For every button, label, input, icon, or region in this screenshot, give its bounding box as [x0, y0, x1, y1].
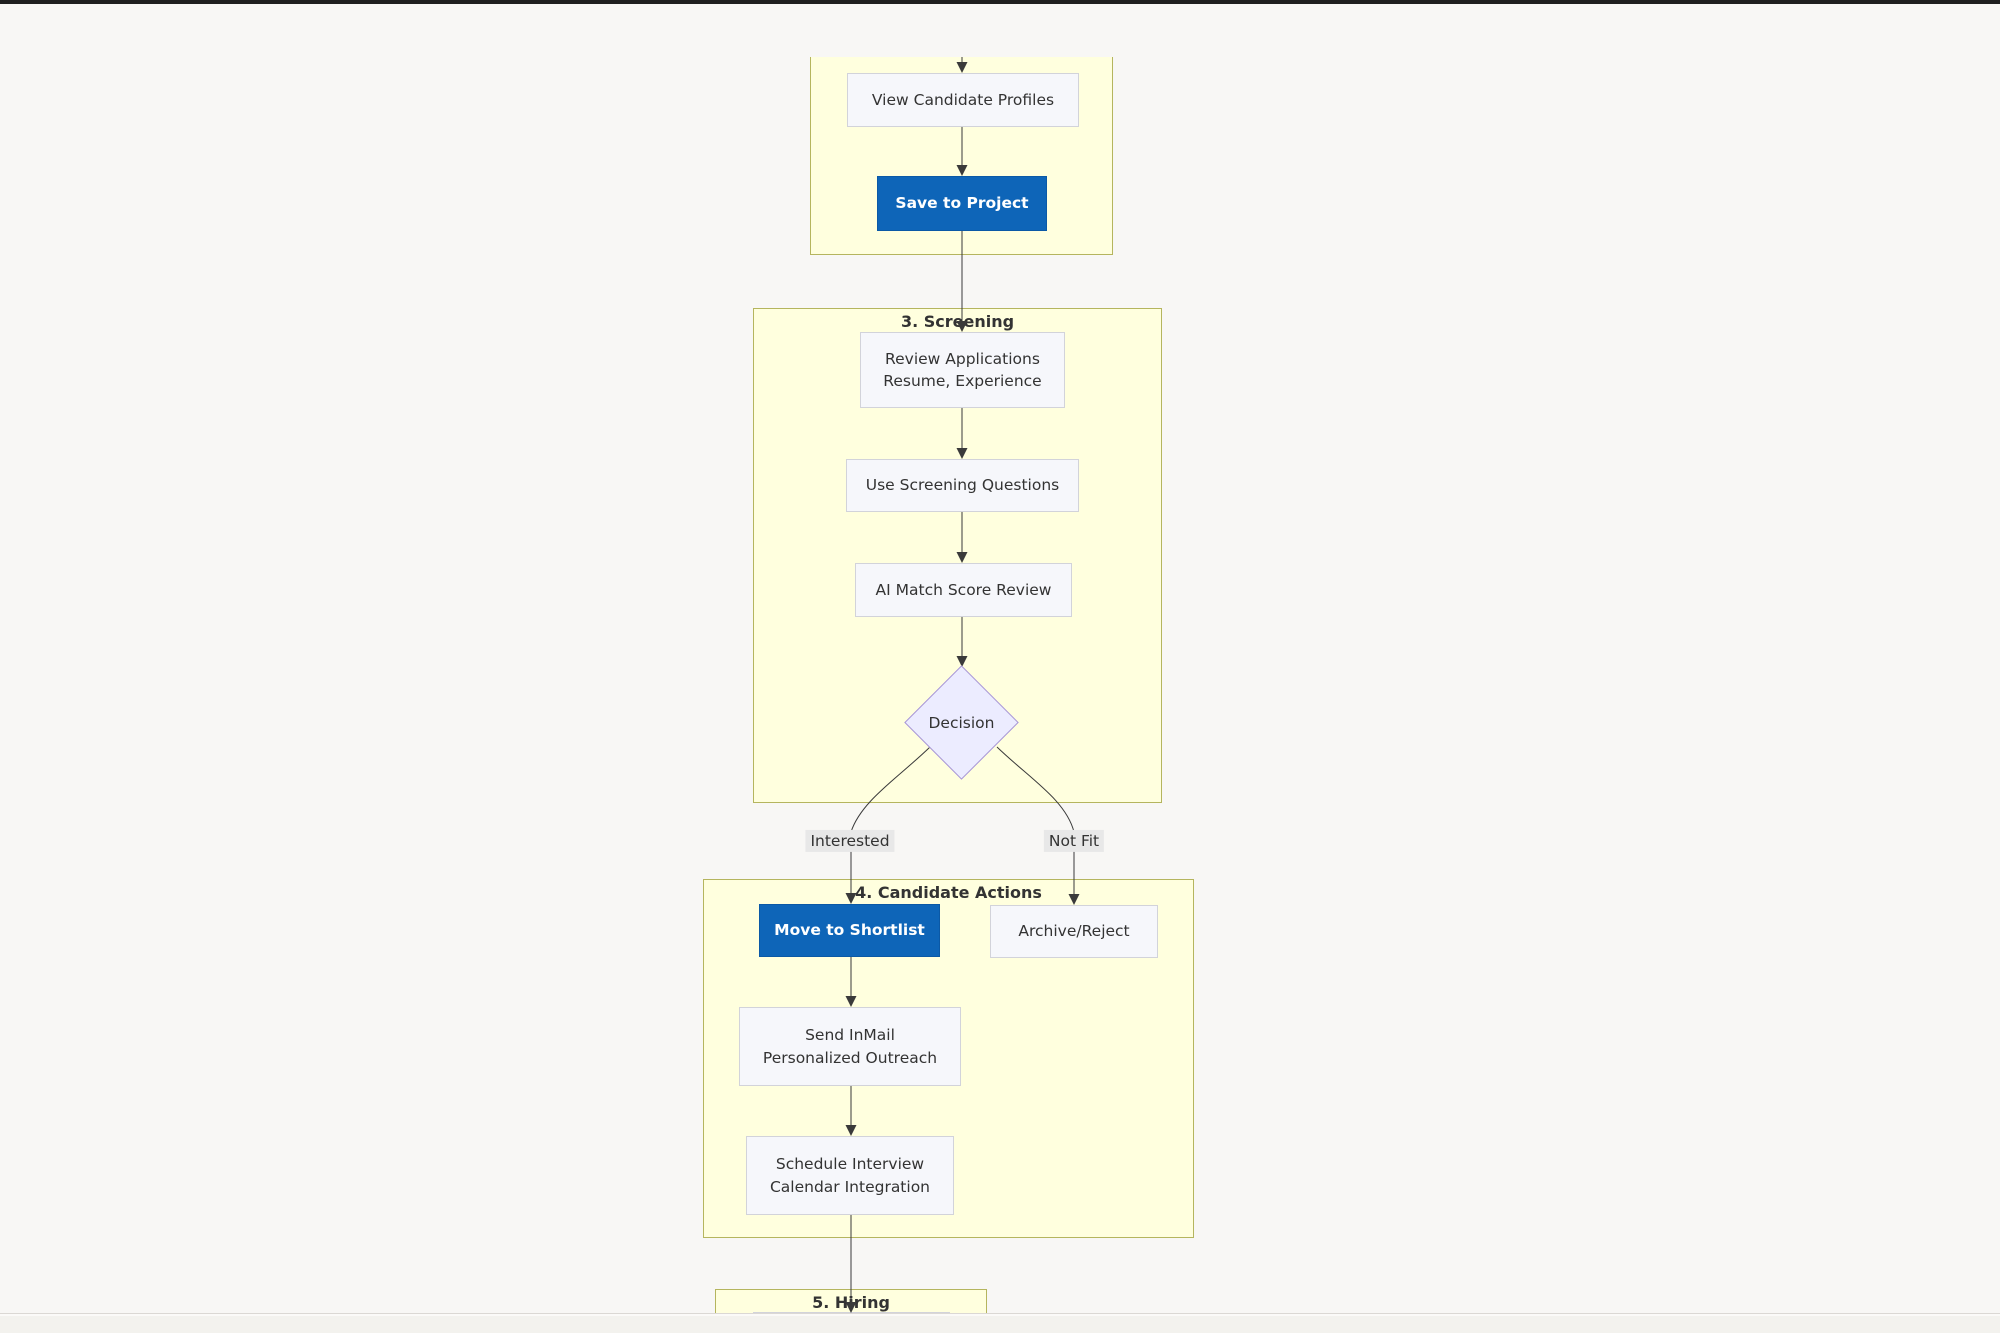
node-label: Decision [928, 713, 995, 732]
node-label-line2: Personalized Outreach [762, 1048, 938, 1067]
bottom-pane-divider [0, 1313, 2000, 1333]
node-label-line1: Send InMail [805, 1026, 895, 1045]
node-label: Move to Shortlist [774, 921, 925, 940]
node-label-line2: Resume, Experience [883, 372, 1042, 390]
node-use-screening-questions: Use Screening Questions [846, 459, 1079, 512]
node-send-inmail: Send InMail Personalized Outreach [739, 1007, 961, 1086]
node-label: Save to Project [895, 194, 1029, 213]
edge-label-not-fit: Not Fit [1043, 829, 1105, 853]
node-label: AI Match Score Review [875, 580, 1052, 599]
node-label: Archive/Reject [1018, 922, 1130, 941]
node-save-to-project: Save to Project [877, 176, 1047, 231]
window-top-border [0, 0, 2000, 4]
node-label: View Candidate Profiles [871, 90, 1055, 109]
node-schedule-interview: Schedule Interview Calendar Integration [746, 1136, 954, 1215]
node-ai-match-score-review: AI Match Score Review [855, 563, 1072, 617]
cluster-candidate-actions-title: 4. Candidate Actions [855, 883, 1042, 902]
cluster-hiring-title: 5. Hiring [812, 1293, 890, 1312]
node-label-line2: Calendar Integration [769, 1177, 931, 1196]
cluster-screening-title: 3. Screening [900, 312, 1015, 331]
node-view-candidate-profiles: View Candidate Profiles [847, 73, 1079, 127]
node-move-to-shortlist: Move to Shortlist [759, 904, 940, 957]
node-label-line1: Review Applications [885, 349, 1040, 368]
node-label: Use Screening Questions [865, 476, 1060, 495]
node-label-line1: Schedule Interview [775, 1155, 925, 1174]
edge-label-interested: Interested [805, 829, 895, 853]
node-archive-reject: Archive/Reject [990, 905, 1158, 958]
node-review-applications: Review Applications Resume, Experience [860, 332, 1065, 408]
